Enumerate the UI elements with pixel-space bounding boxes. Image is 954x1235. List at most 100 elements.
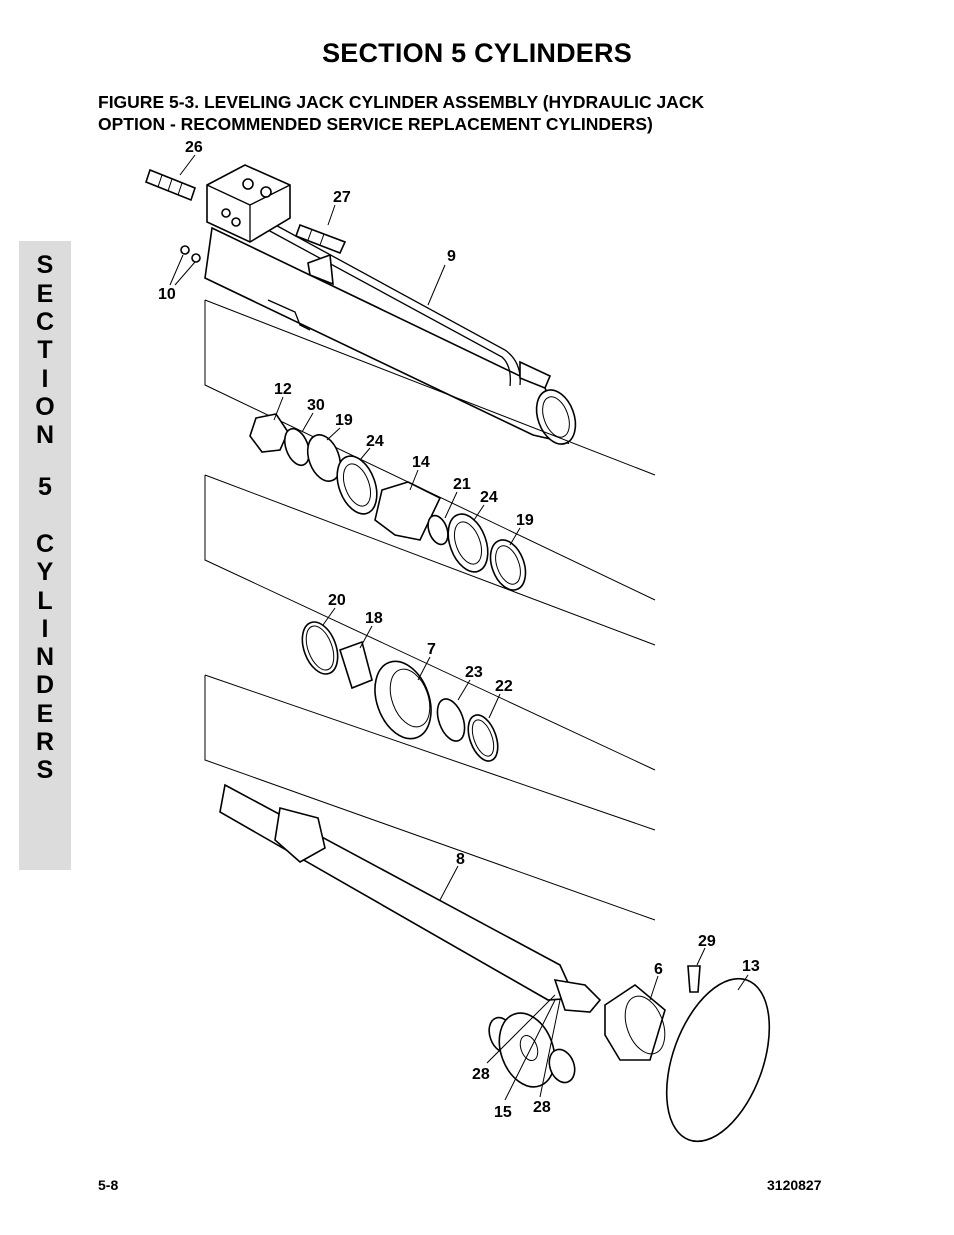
callout-28-b: 28 (533, 1099, 551, 1116)
callout-9: 9 (447, 248, 456, 265)
side-tab-letter: I (41, 615, 49, 643)
leader-line (417, 656, 431, 681)
leader-line (737, 974, 749, 991)
callout-8: 8 (456, 851, 465, 868)
callout-30: 30 (307, 397, 325, 414)
leader-line (273, 396, 284, 421)
callout-7: 7 (427, 641, 436, 658)
page-number: 5-8 (98, 1177, 119, 1193)
leader-line (488, 693, 501, 719)
guide-line (204, 300, 656, 601)
valve-block (206, 164, 291, 243)
barrel-bore (542, 396, 570, 438)
guide-line (204, 475, 656, 771)
ring-19-b (489, 539, 527, 591)
leader-line (169, 254, 196, 286)
fitting-27 (294, 223, 347, 255)
side-tab-letter: R (35, 728, 55, 756)
callout-numbers: 26 27 9 10 12 30 19 24 14 21 24 19 20 18… (158, 139, 760, 1121)
o-ring-21 (427, 514, 449, 546)
leader-line (409, 469, 419, 491)
callout-24-b: 24 (480, 489, 498, 506)
figure-caption: FIGURE 5-3. LEVELING JACK CYLINDER ASSEM… (98, 91, 858, 135)
rod-nut-section (274, 807, 326, 863)
seal-24 (336, 455, 378, 515)
side-tab-letter: N (35, 421, 55, 449)
leader-line (444, 491, 458, 519)
callout-27: 27 (333, 189, 351, 206)
snap-ring-28-b (548, 1048, 576, 1084)
nut-6-threads (624, 995, 666, 1055)
guide-line (204, 674, 656, 831)
side-tab-letter: T (37, 336, 53, 364)
leader-line (179, 154, 196, 176)
callout-22: 22 (495, 678, 513, 695)
leader-line (539, 999, 561, 1098)
rod-end-hardware (488, 965, 771, 1143)
callout-6: 6 (654, 961, 663, 978)
barrel-assembly (145, 164, 577, 445)
explode-guide-lines (204, 299, 656, 921)
side-tab-letter: I (41, 365, 49, 393)
leader-line (301, 412, 314, 433)
seal-23 (436, 698, 466, 742)
ring-19-b-inner (495, 545, 521, 585)
leader-line (427, 264, 446, 306)
callout-20: 20 (328, 592, 346, 609)
side-tab-letter: S (36, 756, 54, 784)
o-ring-20 (301, 621, 339, 675)
callout-13: 13 (742, 958, 760, 975)
washer-15-hole (519, 1034, 539, 1062)
leader-line (322, 607, 336, 626)
hydraulic-tube-line (269, 221, 521, 386)
piston-14 (374, 481, 442, 541)
fitting-27-threads (307, 228, 325, 246)
ring-19 (306, 434, 342, 482)
callout-26: 26 (185, 139, 203, 156)
foot-pad-13 (665, 977, 771, 1143)
callout-29: 29 (698, 933, 716, 950)
callout-15: 15 (494, 1104, 512, 1121)
rod-end-eye (553, 978, 602, 1013)
leader-line (696, 947, 706, 966)
leader-line (649, 975, 659, 1001)
callout-19: 19 (335, 412, 353, 429)
callout-14: 14 (412, 454, 430, 471)
valve-block-edges (206, 184, 291, 242)
guide-line (204, 675, 656, 921)
figure-caption-line-2: OPTION - RECOMMENDED SERVICE REPLACEMENT… (98, 114, 653, 134)
barrel-lug (307, 253, 334, 286)
leader-line (326, 427, 341, 441)
valve-port (260, 186, 272, 198)
leader-lines (169, 154, 749, 1101)
bushing-18 (339, 640, 373, 690)
rod-8 (219, 783, 577, 1001)
leader-line (327, 204, 336, 226)
seal-24-b-inner (453, 521, 483, 565)
washer-30 (283, 427, 311, 467)
wiper-22-inner (471, 719, 495, 757)
leader-line (359, 447, 371, 461)
callout-24: 24 (366, 433, 384, 450)
nut-12 (249, 413, 289, 453)
section-side-tab: S E C T I O N 5 C Y L I N D E R S (19, 241, 71, 870)
barrel-end-opening (535, 389, 577, 445)
callout-21: 21 (453, 476, 471, 493)
head-assembly (301, 621, 499, 762)
side-tab-letter: D (35, 671, 55, 699)
seal-24-inner (342, 463, 372, 507)
seal-24-b (447, 513, 489, 573)
leader-line (486, 994, 556, 1064)
bolt-10 (180, 245, 190, 255)
guide-line (204, 474, 656, 646)
bolt-10 (191, 253, 201, 263)
side-tab-letter: Y (36, 558, 54, 586)
wiper-22 (467, 714, 499, 762)
callout-28: 28 (472, 1066, 490, 1083)
side-tab-letter: L (37, 587, 53, 615)
valve-port (221, 208, 231, 218)
side-tab-letter: O (35, 393, 55, 421)
callout-23: 23 (465, 664, 483, 681)
side-tab-letter: 5 (38, 473, 52, 501)
barrel-bracket (267, 299, 311, 331)
